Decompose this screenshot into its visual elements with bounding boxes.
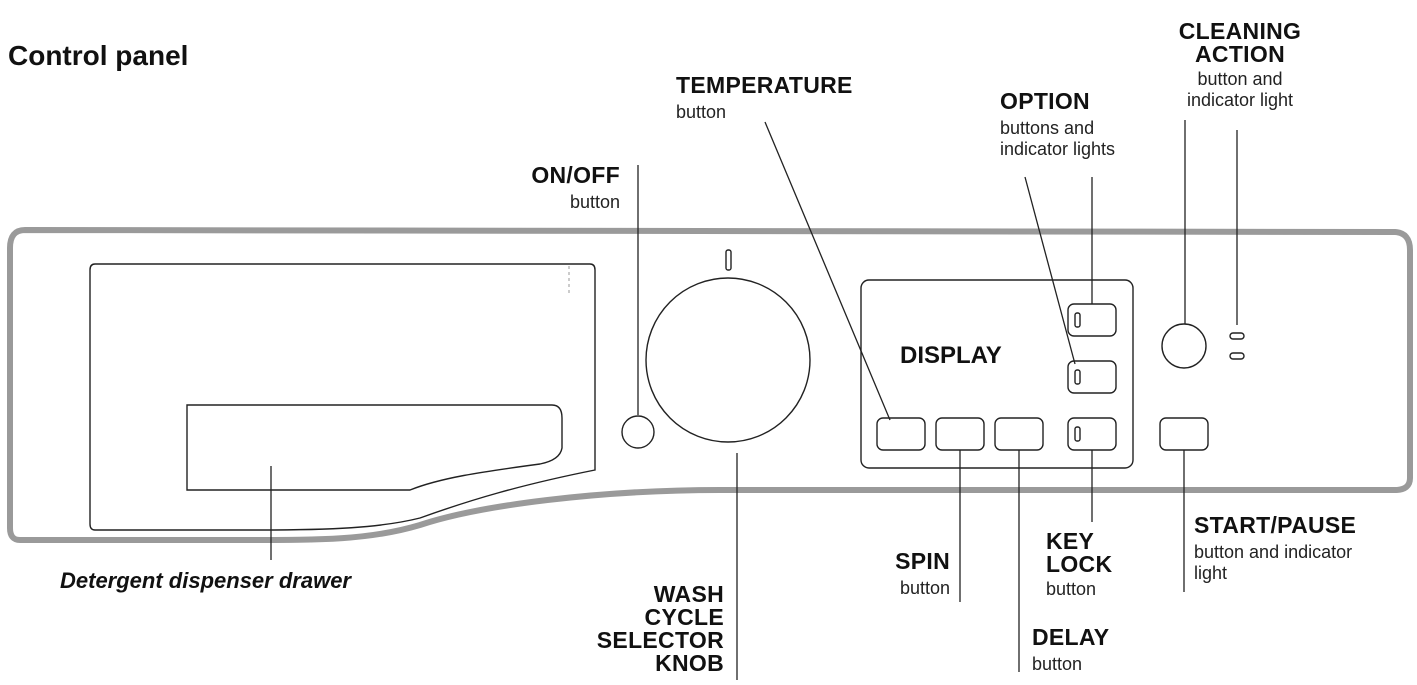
temperature-button-shape	[876, 417, 926, 451]
key-lock-name-2: LOCK	[1046, 551, 1113, 577]
display-label: DISPLAY	[900, 342, 1002, 369]
option-button-2	[1067, 360, 1117, 394]
start-pause-desc-2: light	[1194, 563, 1228, 583]
wash-cycle-line-4: KNOB	[655, 650, 724, 676]
start-pause-name: START/PAUSE	[1194, 512, 1357, 538]
option-callout: OPTION buttons and indicator lights	[1000, 88, 1116, 159]
temperature-desc: button	[676, 102, 727, 122]
on-off-desc: button	[569, 192, 620, 212]
cleaning-action-callout: CLEANING ACTION button and indicator lig…	[1160, 18, 1320, 110]
spin-desc: button	[899, 578, 950, 598]
start-pause-desc-1: button and indicator	[1194, 542, 1353, 562]
wash-cycle-line-2: CYCLE	[644, 604, 724, 630]
key-lock-name-1: KEY	[1046, 528, 1095, 554]
delay-callout: DELAY button	[1032, 624, 1110, 674]
cleaning-action-desc-2: indicator light	[1186, 90, 1294, 110]
delay-name: DELAY	[1032, 624, 1110, 650]
knob-indicator-mark	[725, 249, 732, 271]
on-off-button-shape	[621, 415, 655, 449]
leader-option	[1024, 176, 1076, 365]
page-title: Control panel	[8, 40, 189, 71]
cleaning-action-name-1: CLEANING	[1178, 18, 1302, 44]
drawer-handle	[186, 404, 563, 491]
cleaning-action-name-2: ACTION	[1195, 41, 1285, 67]
temperature-callout: TEMPERATURE button	[676, 72, 853, 122]
wash-cycle-knob-shape	[645, 277, 811, 443]
temperature-name: TEMPERATURE	[676, 72, 853, 98]
on-off-name: ON/OFF	[531, 162, 620, 188]
cleaning-action-desc-1: button and	[1197, 69, 1283, 89]
start-pause-button-shape	[1159, 417, 1209, 451]
leader-temperature	[764, 121, 891, 421]
key-lock-desc: button	[1046, 579, 1097, 599]
delay-button-shape	[994, 417, 1044, 451]
option-light-2	[1074, 369, 1081, 385]
cleaning-action-light-1	[1229, 332, 1245, 340]
spin-callout: SPIN button	[830, 548, 950, 598]
option-desc-2: indicator lights	[1000, 139, 1116, 159]
wash-cycle-line-3: SELECTOR	[596, 627, 724, 653]
panel-outline	[7, 226, 1413, 543]
detergent-drawer-label: Detergent dispenser drawer	[60, 568, 351, 593]
start-pause-callout: START/PAUSE button and indicator light	[1194, 512, 1357, 583]
cleaning-action-button-shape	[1161, 323, 1207, 369]
wash-cycle-callout: WASH CYCLE SELECTOR KNOB	[560, 583, 724, 675]
option-name: OPTION	[1000, 88, 1090, 114]
option-light-1	[1074, 312, 1081, 328]
delay-desc: button	[1032, 654, 1083, 674]
cleaning-action-light-2	[1229, 352, 1245, 360]
key-lock-light	[1074, 426, 1081, 442]
wash-cycle-line-1: WASH	[653, 581, 724, 607]
on-off-callout: ON/OFF button	[470, 162, 620, 212]
option-desc-1: buttons and	[1000, 118, 1095, 138]
spin-button-shape	[935, 417, 985, 451]
key-lock-callout: KEY LOCK button	[1046, 528, 1113, 599]
spin-name: SPIN	[895, 548, 950, 574]
